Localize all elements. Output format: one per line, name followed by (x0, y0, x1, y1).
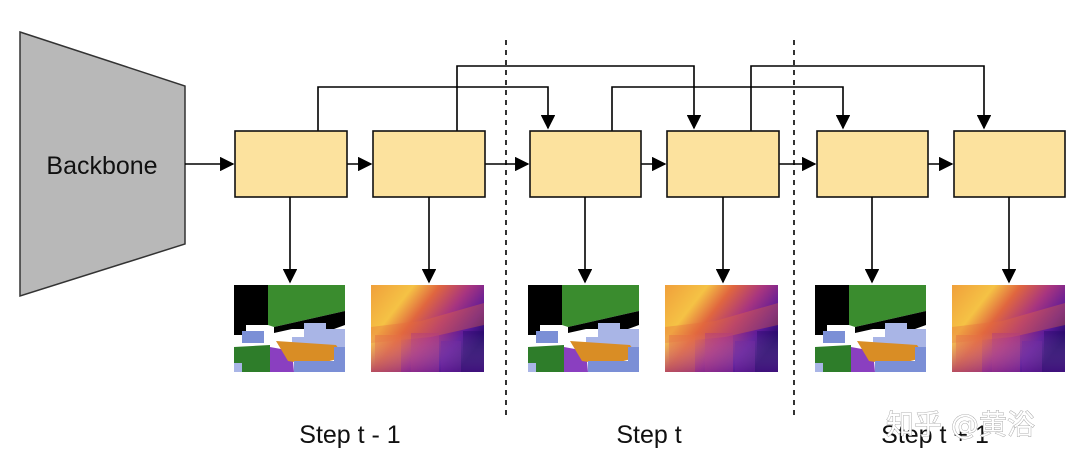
backbone-shape (19, 30, 186, 298)
watermark: 知乎 @黄浴 (886, 408, 1035, 441)
depth-map-2 (665, 285, 778, 372)
skip-block-2-to-block-4 (456, 65, 702, 131)
skip-block-4-to-block-6 (750, 65, 992, 131)
step-label-current: Step t (616, 421, 681, 449)
depth-map-1 (371, 285, 484, 372)
decoder-block-6 (953, 130, 1066, 198)
decoder-block-4 (666, 130, 780, 198)
skip-connections (317, 65, 992, 131)
decoder-block-2 (372, 130, 486, 198)
step-label-next: Step t + 1 (881, 421, 989, 449)
skip-block-1-to-block-3 (317, 86, 556, 131)
semantic-map-3 (815, 285, 926, 372)
decoder-block-5 (816, 130, 929, 198)
backbone-label: Backbone (46, 152, 157, 180)
decoder-block-1 (234, 130, 348, 198)
semantic-map-2 (528, 285, 639, 372)
semantic-map-1 (234, 285, 345, 372)
backbone: Backbone (19, 30, 186, 298)
step-label-prev: Step t - 1 (299, 421, 400, 449)
decoder-blocks (234, 130, 1066, 198)
output-arrows (282, 197, 1017, 284)
depth-map-3 (952, 285, 1065, 372)
skip-block-3-to-block-5 (611, 86, 851, 131)
decoder-block-3 (529, 130, 642, 198)
